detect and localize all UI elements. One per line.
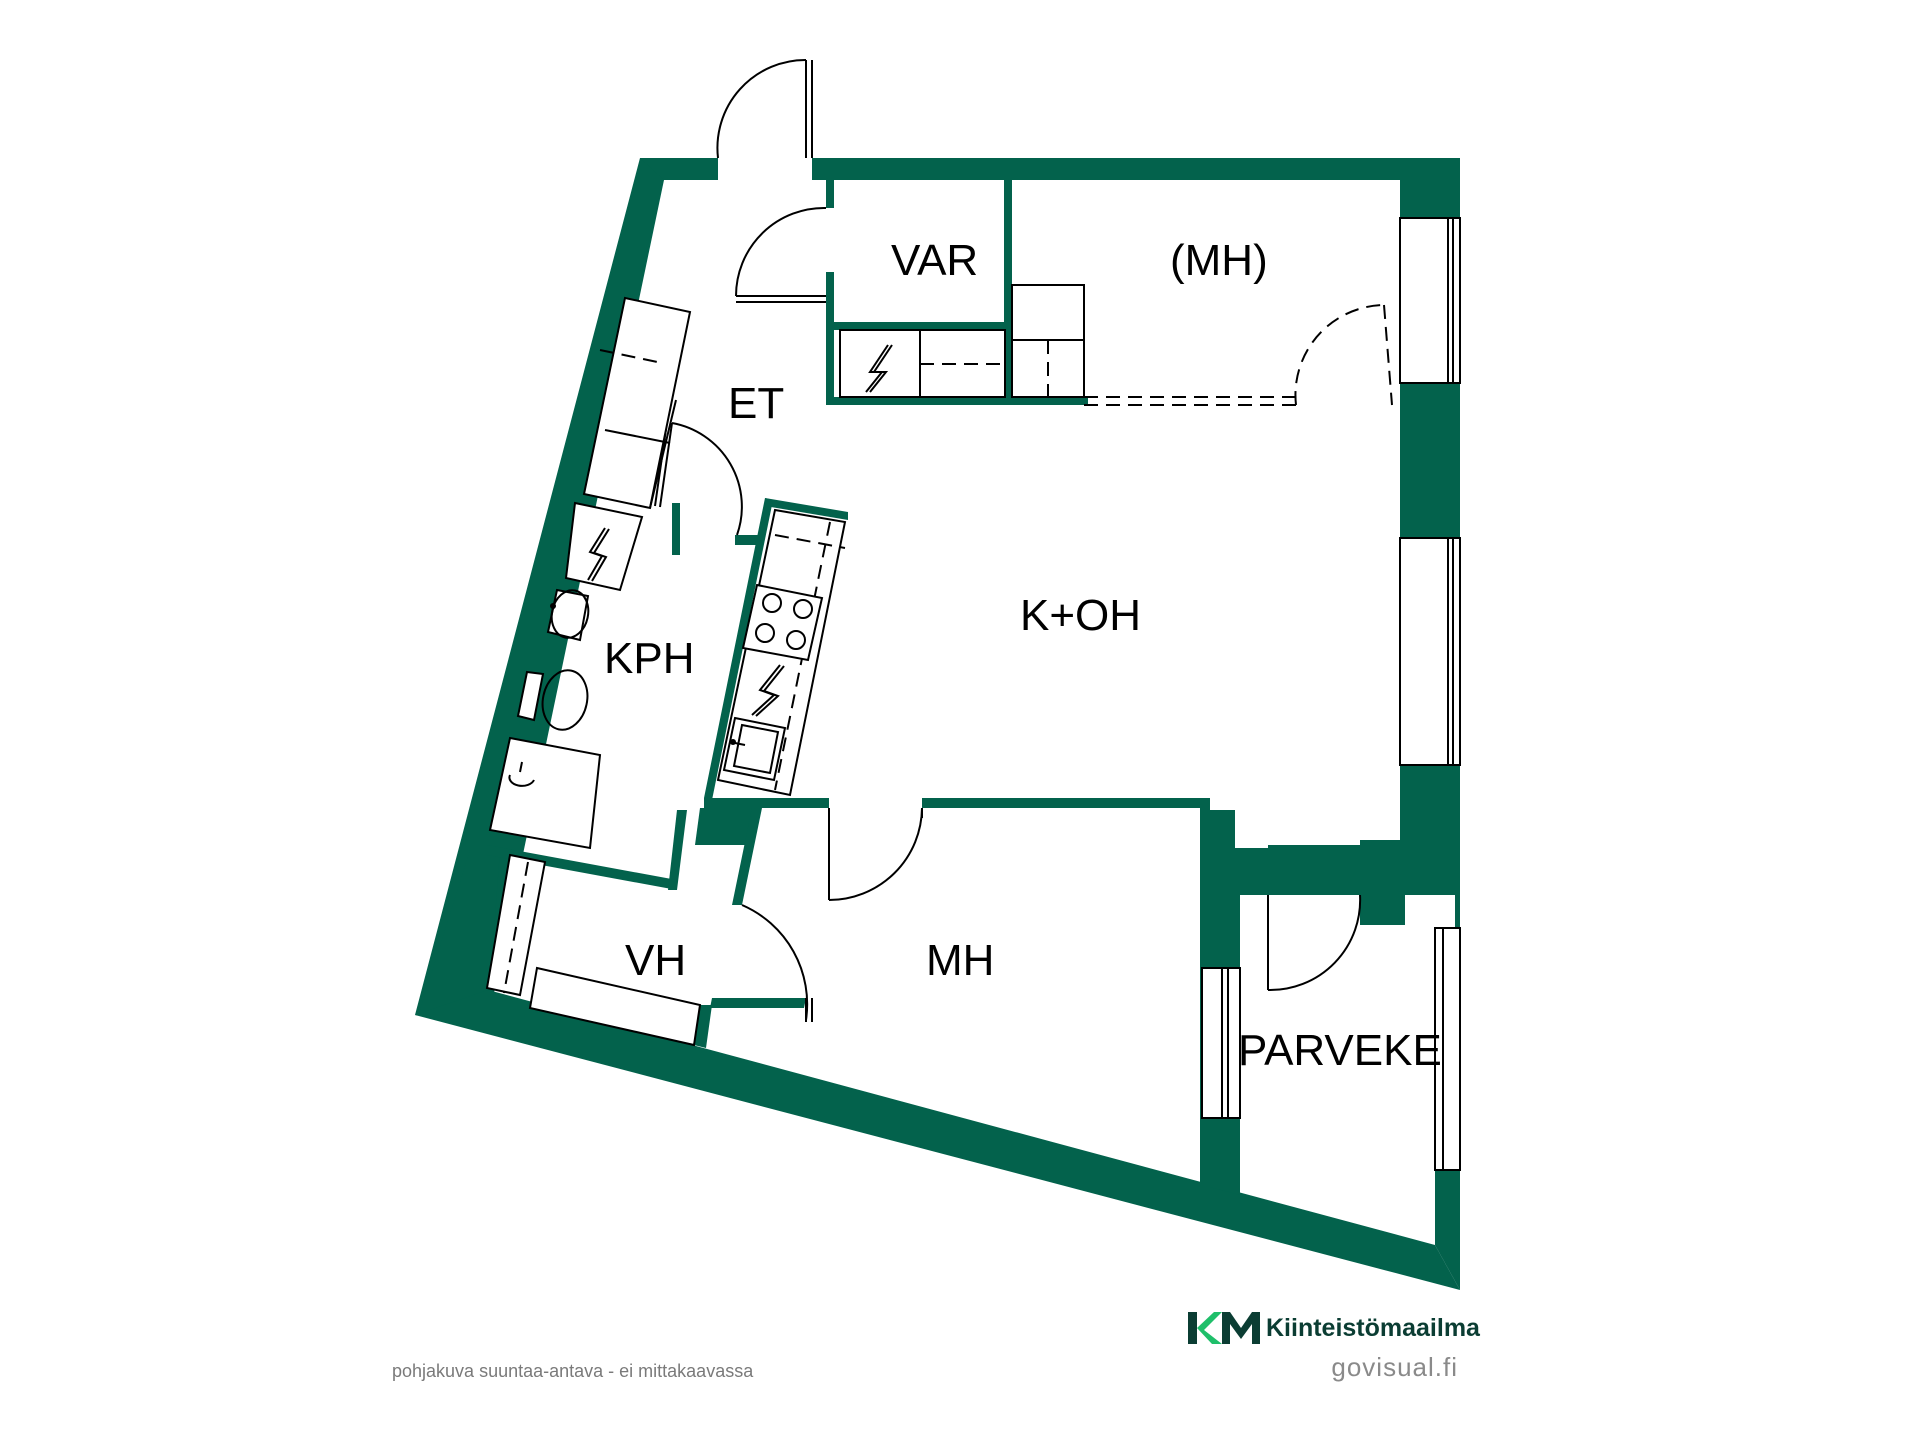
room-label-parveke: PARVEKE xyxy=(1238,1026,1442,1075)
room-label-k-oh: K+OH xyxy=(1020,591,1141,640)
windows xyxy=(1201,217,1461,1171)
stove-icon xyxy=(741,583,824,662)
room-label-vh: VH xyxy=(625,936,686,985)
room-label-kph: KPH xyxy=(604,634,694,683)
toilet-icon xyxy=(516,669,589,731)
room-labels: VAR (MH) ET KPH K+OH VH MH PARVEKE xyxy=(604,236,1442,1075)
brand-name: Kiinteistömaailma xyxy=(1266,1313,1480,1342)
km-logo-icon xyxy=(1188,1312,1260,1344)
electric-panel-icon xyxy=(751,664,785,717)
electric-panel-icon xyxy=(587,527,610,582)
room-label-et: ET xyxy=(728,379,784,428)
credit-link[interactable]: govisual.fi xyxy=(1331,1352,1458,1382)
brand-logo: Kiinteistömaailma xyxy=(1188,1306,1480,1350)
room-label-mh-parenthesis: (MH) xyxy=(1170,236,1268,285)
room-label-var: VAR xyxy=(891,236,978,285)
fixtures xyxy=(485,284,1296,1047)
room-label-mh: MH xyxy=(926,936,994,985)
sink-icon xyxy=(722,716,787,782)
shower-icon xyxy=(488,736,602,850)
electric-panel-icon xyxy=(865,344,893,393)
washbasin-icon xyxy=(546,588,590,642)
disclaimer-note: pohjakuva suuntaa-antava - ei mittakaava… xyxy=(392,1361,754,1381)
